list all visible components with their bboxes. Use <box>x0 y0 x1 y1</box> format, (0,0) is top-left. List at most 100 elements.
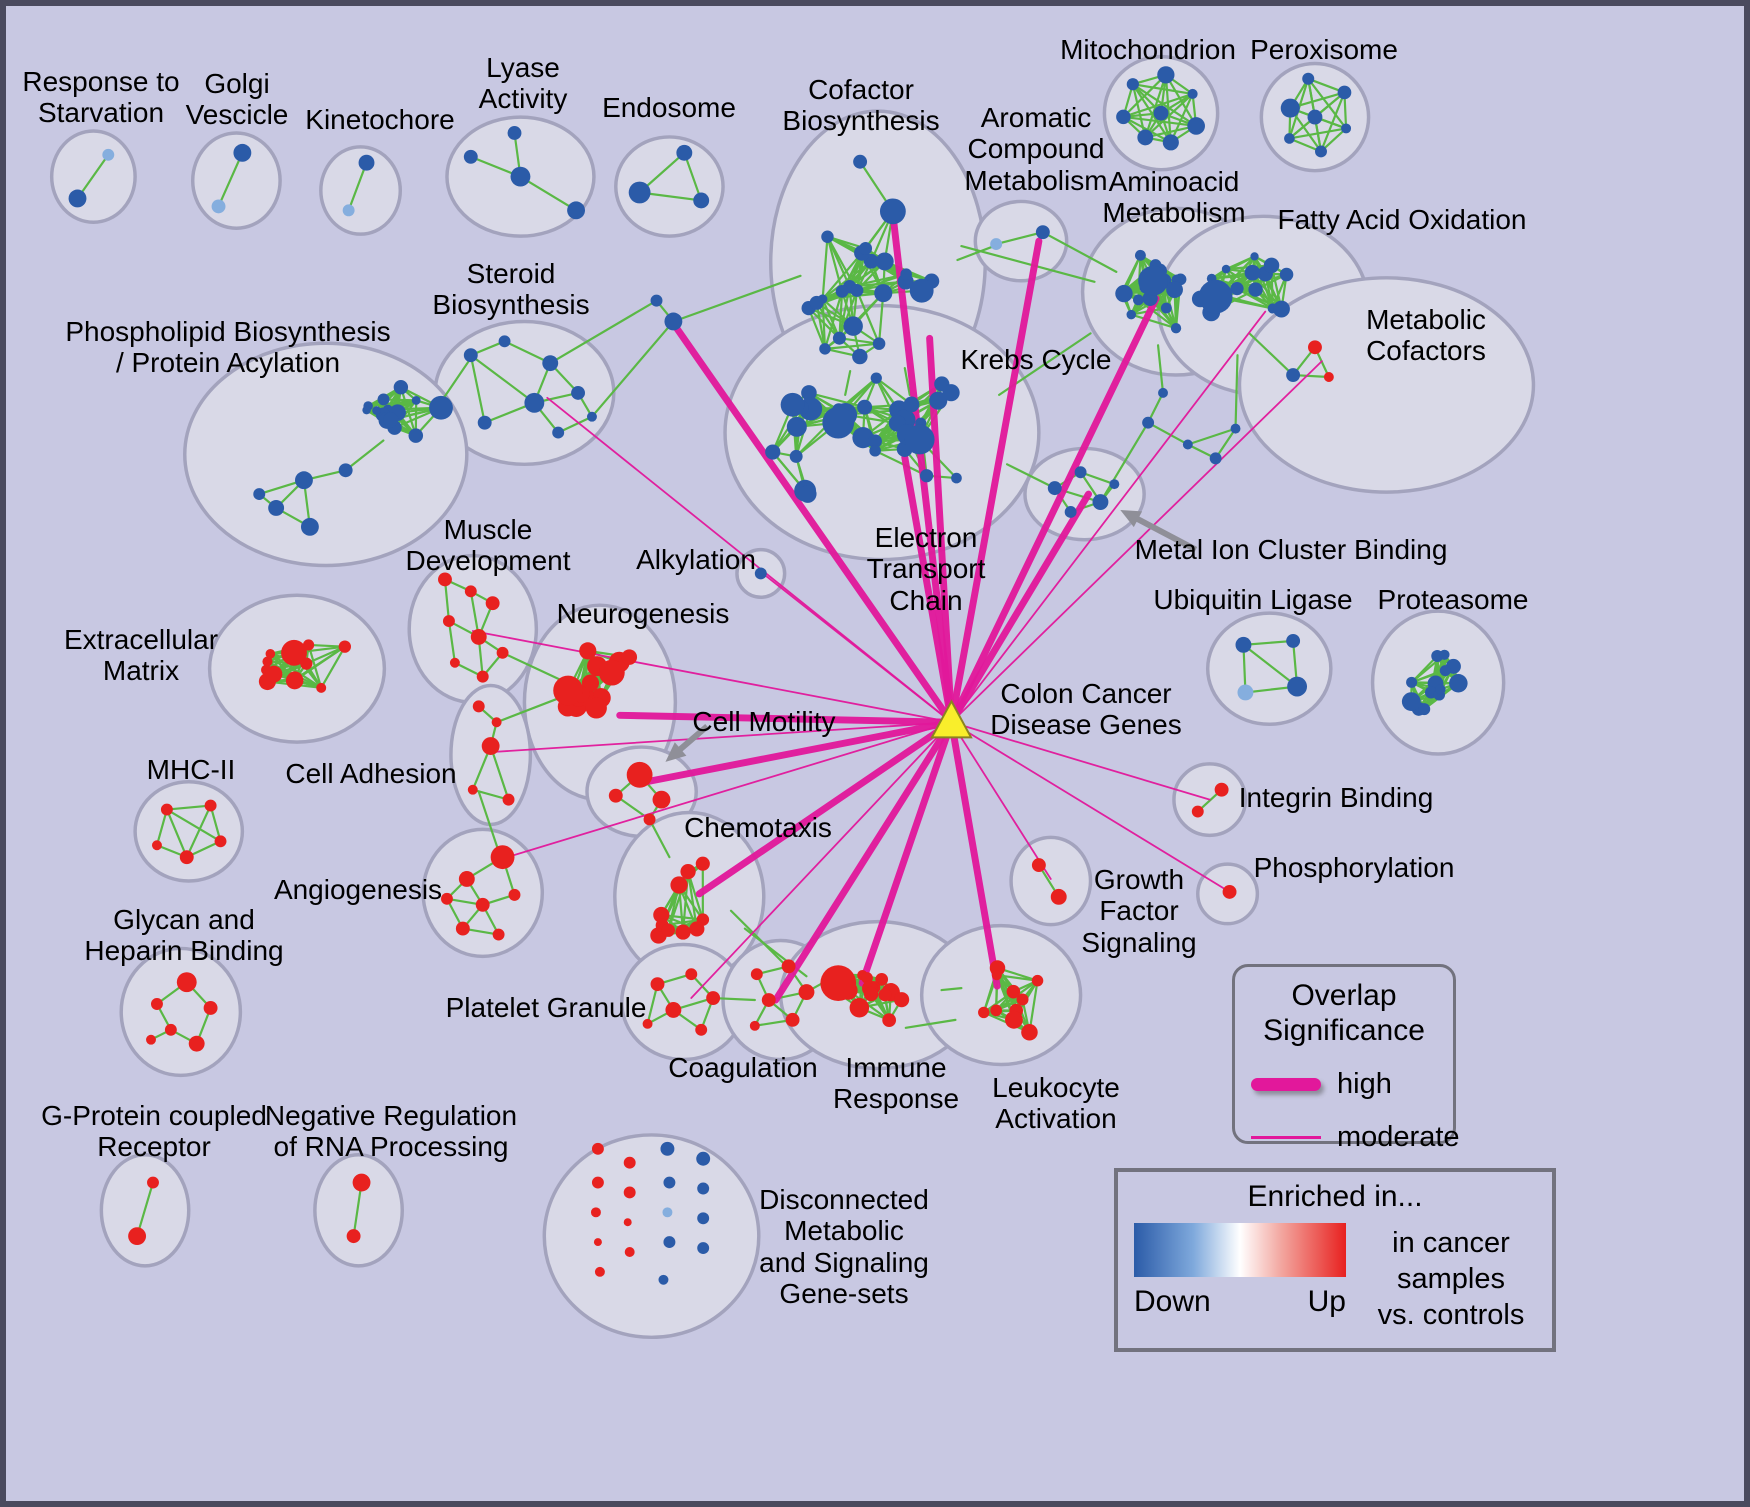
gene-set-node <box>643 813 656 826</box>
gene-set-node <box>624 1247 635 1257</box>
gene-set-node <box>491 717 502 728</box>
inter-cluster-edge <box>672 274 802 323</box>
inter-cluster-edge <box>549 299 658 365</box>
intra-cluster-edge <box>821 251 863 301</box>
intra-cluster-edge <box>686 870 704 921</box>
gene-set-node <box>863 986 879 1002</box>
inter-cluster-edge <box>1156 344 1165 394</box>
gene-set-node <box>990 238 1003 251</box>
gene-set-node <box>176 972 197 993</box>
gene-set-node <box>372 406 381 415</box>
gene-set-node <box>664 312 683 331</box>
overlap-edge-moderate <box>950 721 1052 880</box>
cluster-metabolic-cofactors <box>1237 276 1536 494</box>
gene-set-node <box>470 628 487 645</box>
gene-set-node <box>1286 368 1301 382</box>
gene-set-node <box>819 343 831 355</box>
gene-set-node <box>1263 257 1280 274</box>
gene-set-node <box>295 471 313 490</box>
gene-set-node <box>214 835 227 848</box>
intra-cluster-edge <box>821 297 841 340</box>
gene-set-node <box>689 921 705 937</box>
gene-set-node <box>542 355 559 372</box>
overlap-edge-high <box>947 237 1043 726</box>
intra-cluster-edge <box>557 415 594 434</box>
gene-set-node <box>990 1004 1003 1017</box>
pointer-arrow <box>1129 512 1198 553</box>
gene-set-node <box>1272 300 1290 318</box>
gene-set-node <box>502 793 515 806</box>
gene-set-node <box>429 395 453 420</box>
inter-cluster-edge <box>904 1018 957 1029</box>
cluster-growth-factor-signaling <box>1009 835 1093 927</box>
cluster-negative-regulation-rna-processing <box>313 1153 405 1268</box>
gene-set-node <box>785 1012 800 1027</box>
gene-set-node <box>653 906 670 923</box>
gene-set-node <box>789 449 803 463</box>
gene-set-node <box>1142 416 1155 429</box>
gene-set-node <box>1166 281 1183 299</box>
cluster-phospholipid-biosynthesis <box>183 341 469 568</box>
gene-set-node <box>1237 684 1254 701</box>
gene-set-node <box>147 1176 159 1189</box>
gene-set-node <box>870 372 882 384</box>
overlap-edge-moderate <box>546 396 953 724</box>
gene-set-node <box>650 294 663 307</box>
gene-set-node <box>150 998 163 1010</box>
gene-set-node <box>680 863 696 880</box>
gene-set-node <box>571 385 586 400</box>
intra-cluster-edge <box>352 1181 363 1238</box>
gene-set-node <box>1182 439 1193 450</box>
gene-set-node <box>1230 423 1241 434</box>
gene-set-node <box>287 671 303 688</box>
cluster-ubiquitin-ligase <box>1205 611 1333 726</box>
gene-set-node <box>869 444 881 457</box>
intra-cluster-edge <box>826 235 844 293</box>
gene-set-node <box>1209 452 1222 465</box>
gene-set-node <box>408 428 424 443</box>
gene-set-node <box>253 488 266 501</box>
gene-set-node <box>358 154 375 171</box>
inter-cluster-edge <box>1234 354 1239 430</box>
gene-set-node <box>697 1242 710 1254</box>
intra-cluster-edge <box>1242 643 1247 694</box>
intra-cluster-edge <box>1130 313 1178 330</box>
overlap-edge-high <box>947 718 1001 990</box>
legend-overlap-title: Overlap Significance <box>1263 979 1425 1047</box>
cluster-kinetochore <box>319 145 403 236</box>
moderate-significance-label: moderate <box>1337 1121 1460 1153</box>
intra-cluster-edge <box>136 1181 155 1238</box>
gene-set-node <box>579 642 597 660</box>
intra-cluster-edge <box>807 307 827 350</box>
gene-set-node <box>893 992 910 1008</box>
moderate-significance-line <box>1251 1136 1321 1139</box>
intra-cluster-edge <box>1319 91 1346 153</box>
gene-set-node <box>1221 264 1231 274</box>
gene-set-node <box>591 1176 604 1189</box>
gene-set-node <box>593 1238 602 1247</box>
intra-cluster-edge <box>838 289 859 340</box>
hub-triangle-colon-cancer-disease-genes <box>930 699 973 739</box>
cluster-aromatic-compound-metabolism <box>973 199 1069 283</box>
inter-cluster-edge <box>1099 421 1150 504</box>
gene-set-node <box>204 799 217 812</box>
legend-overlap-significance: Overlap Significance high moderate <box>1232 964 1460 1153</box>
gene-set-node <box>265 665 283 683</box>
intra-cluster-edge <box>1169 92 1194 144</box>
gene-set-node <box>1021 1024 1038 1041</box>
gene-set-node <box>490 845 515 870</box>
gene-set-node <box>835 285 849 298</box>
gene-set-node <box>853 154 868 169</box>
intra-cluster-edge <box>489 744 510 801</box>
gene-set-node <box>1005 1010 1023 1029</box>
gene-set-node <box>859 242 873 255</box>
gene-set-node <box>211 199 226 214</box>
intra-cluster-edge <box>1242 643 1299 688</box>
gene-set-node <box>843 316 863 336</box>
gene-set-node <box>476 670 489 683</box>
intra-cluster-edge <box>995 231 1044 246</box>
overlap-edge-high <box>901 453 955 726</box>
gene-set-node <box>1006 984 1021 999</box>
gene-set-node <box>822 406 855 439</box>
